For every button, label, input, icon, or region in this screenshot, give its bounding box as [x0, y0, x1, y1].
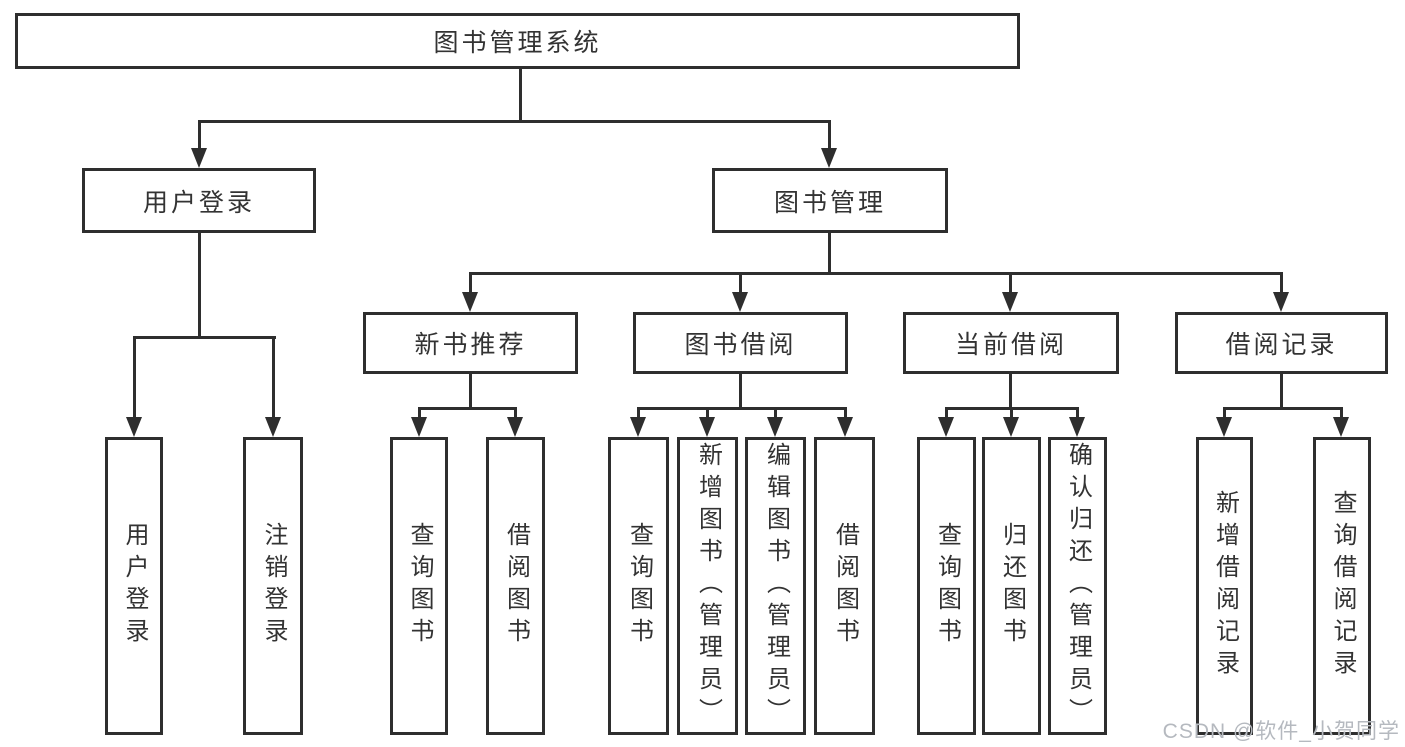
connector-book-borrow-split [637, 407, 847, 410]
watermark-text: CSDN @软件_小贺同学 [1162, 720, 1400, 743]
leaf-edit-books-admin-label: 编辑图书（管理员） [762, 442, 790, 730]
node-library-system-label: 图书管理系统 [433, 29, 602, 57]
node-book-management: 图书管理 [712, 168, 948, 233]
connector-current-borrow-stem [1009, 374, 1012, 410]
arrow-down-icon [191, 148, 207, 168]
connector-current-borrow-drop-2 [1010, 407, 1013, 421]
leaf-confirm-return-admin: 确认归还（管理员） [1048, 437, 1107, 735]
node-borrow-record: 借阅记录 [1175, 312, 1388, 374]
connector-new-book-split [418, 407, 517, 410]
leaf-add-borrow-record-label: 新增借阅记录 [1211, 490, 1239, 682]
node-current-borrow-label: 当前借阅 [954, 331, 1067, 359]
arrow-down-icon [767, 417, 783, 437]
node-book-management-label: 图书管理 [773, 188, 886, 217]
arrow-down-icon [821, 148, 837, 168]
leaf-confirm-return-admin-label: 确认归还（管理员） [1064, 442, 1092, 730]
arrow-down-icon [837, 417, 853, 437]
leaf-query-books-recommend-label: 查询图书 [406, 522, 433, 650]
connector-book-mgmt-stem [828, 233, 831, 274]
leaf-add-borrow-record: 新增借阅记录 [1196, 437, 1253, 735]
connector-book-mgmt-drop-3 [1009, 272, 1012, 296]
connector-book-mgmt-split [469, 272, 1283, 275]
node-library-system: 图书管理系统 [15, 13, 1020, 69]
leaf-return-books: 归还图书 [982, 437, 1041, 735]
connector-book-borrow-drop-3 [774, 407, 777, 421]
connector-book-mgmt-drop-1 [469, 272, 472, 296]
arrow-down-icon [265, 417, 281, 437]
arrow-down-icon [1003, 417, 1019, 437]
leaf-add-books-admin: 新增图书（管理员） [677, 437, 738, 735]
connector-user-login-drop-1 [133, 336, 136, 421]
connector-book-mgmt-drop-4 [1280, 272, 1283, 296]
arrow-down-icon [732, 292, 748, 312]
connector-book-borrow-drop-2 [706, 407, 709, 421]
leaf-user-login: 用户登录 [105, 437, 163, 735]
node-user-login: 用户登录 [82, 168, 316, 233]
arrow-down-icon [126, 417, 142, 437]
connector-root-stem [519, 69, 522, 122]
connector-book-borrow-stem [739, 374, 742, 410]
connector-new-book-drop-1 [418, 407, 421, 421]
node-new-book-recommend-label: 新书推荐 [414, 331, 527, 359]
leaf-query-books-borrow-label: 查询图书 [625, 522, 653, 650]
arrow-down-icon [1069, 417, 1085, 437]
connector-current-borrow-drop-1 [945, 407, 948, 421]
connector-book-borrow-drop-4 [844, 407, 847, 421]
leaf-borrow-books-label: 借阅图书 [831, 522, 859, 650]
arrow-down-icon [699, 417, 715, 437]
arrow-down-icon [1002, 292, 1018, 312]
connector-book-borrow-drop-1 [637, 407, 640, 421]
leaf-borrow-books-recommend: 借阅图书 [486, 437, 545, 735]
connector-book-mgmt-drop-2 [739, 272, 742, 296]
leaf-query-books-current-label: 查询图书 [933, 522, 961, 650]
node-book-borrow-label: 图书借阅 [684, 331, 797, 359]
node-book-borrow: 图书借阅 [633, 312, 848, 374]
connector-root-left-drop [198, 120, 201, 152]
arrow-down-icon [1216, 417, 1232, 437]
node-user-login-label: 用户登录 [142, 188, 255, 217]
leaf-borrow-books: 借阅图书 [814, 437, 875, 735]
leaf-query-books-current: 查询图书 [917, 437, 976, 735]
connector-borrow-record-drop-2 [1340, 407, 1343, 421]
leaf-query-borrow-record-label: 查询借阅记录 [1329, 490, 1356, 682]
arrow-down-icon [411, 417, 427, 437]
connector-user-login-drop-2 [272, 336, 275, 421]
leaf-logout-label: 注销登录 [260, 522, 287, 650]
arrow-down-icon [938, 417, 954, 437]
connector-borrow-record-stem [1280, 374, 1283, 410]
connector-borrow-record-drop-1 [1223, 407, 1226, 421]
connector-current-borrow-drop-3 [1076, 407, 1079, 421]
node-borrow-record-label: 借阅记录 [1225, 331, 1338, 359]
node-current-borrow: 当前借阅 [903, 312, 1119, 374]
connector-root-right-drop [828, 120, 831, 152]
connector-new-book-drop-2 [514, 407, 517, 421]
connector-user-login-split [133, 336, 276, 339]
leaf-add-books-admin-label: 新增图书（管理员） [694, 442, 722, 730]
arrow-down-icon [1273, 292, 1289, 312]
arrow-down-icon [462, 292, 478, 312]
leaf-logout: 注销登录 [243, 437, 303, 735]
leaf-borrow-books-recommend-label: 借阅图书 [502, 522, 530, 650]
leaf-return-books-label: 归还图书 [998, 522, 1026, 650]
leaf-query-borrow-record: 查询借阅记录 [1313, 437, 1371, 735]
connector-user-login-stem [198, 233, 201, 338]
leaf-edit-books-admin: 编辑图书（管理员） [745, 437, 806, 735]
leaf-query-books-recommend: 查询图书 [390, 437, 448, 735]
arrow-down-icon [1333, 417, 1349, 437]
connector-new-book-stem [469, 374, 472, 410]
arrow-down-icon [507, 417, 523, 437]
arrow-down-icon [630, 417, 646, 437]
connector-root-split [198, 120, 831, 123]
node-new-book-recommend: 新书推荐 [363, 312, 578, 374]
connector-borrow-record-split [1223, 407, 1343, 410]
leaf-query-books-borrow: 查询图书 [608, 437, 669, 735]
leaf-user-login-label: 用户登录 [121, 522, 148, 650]
